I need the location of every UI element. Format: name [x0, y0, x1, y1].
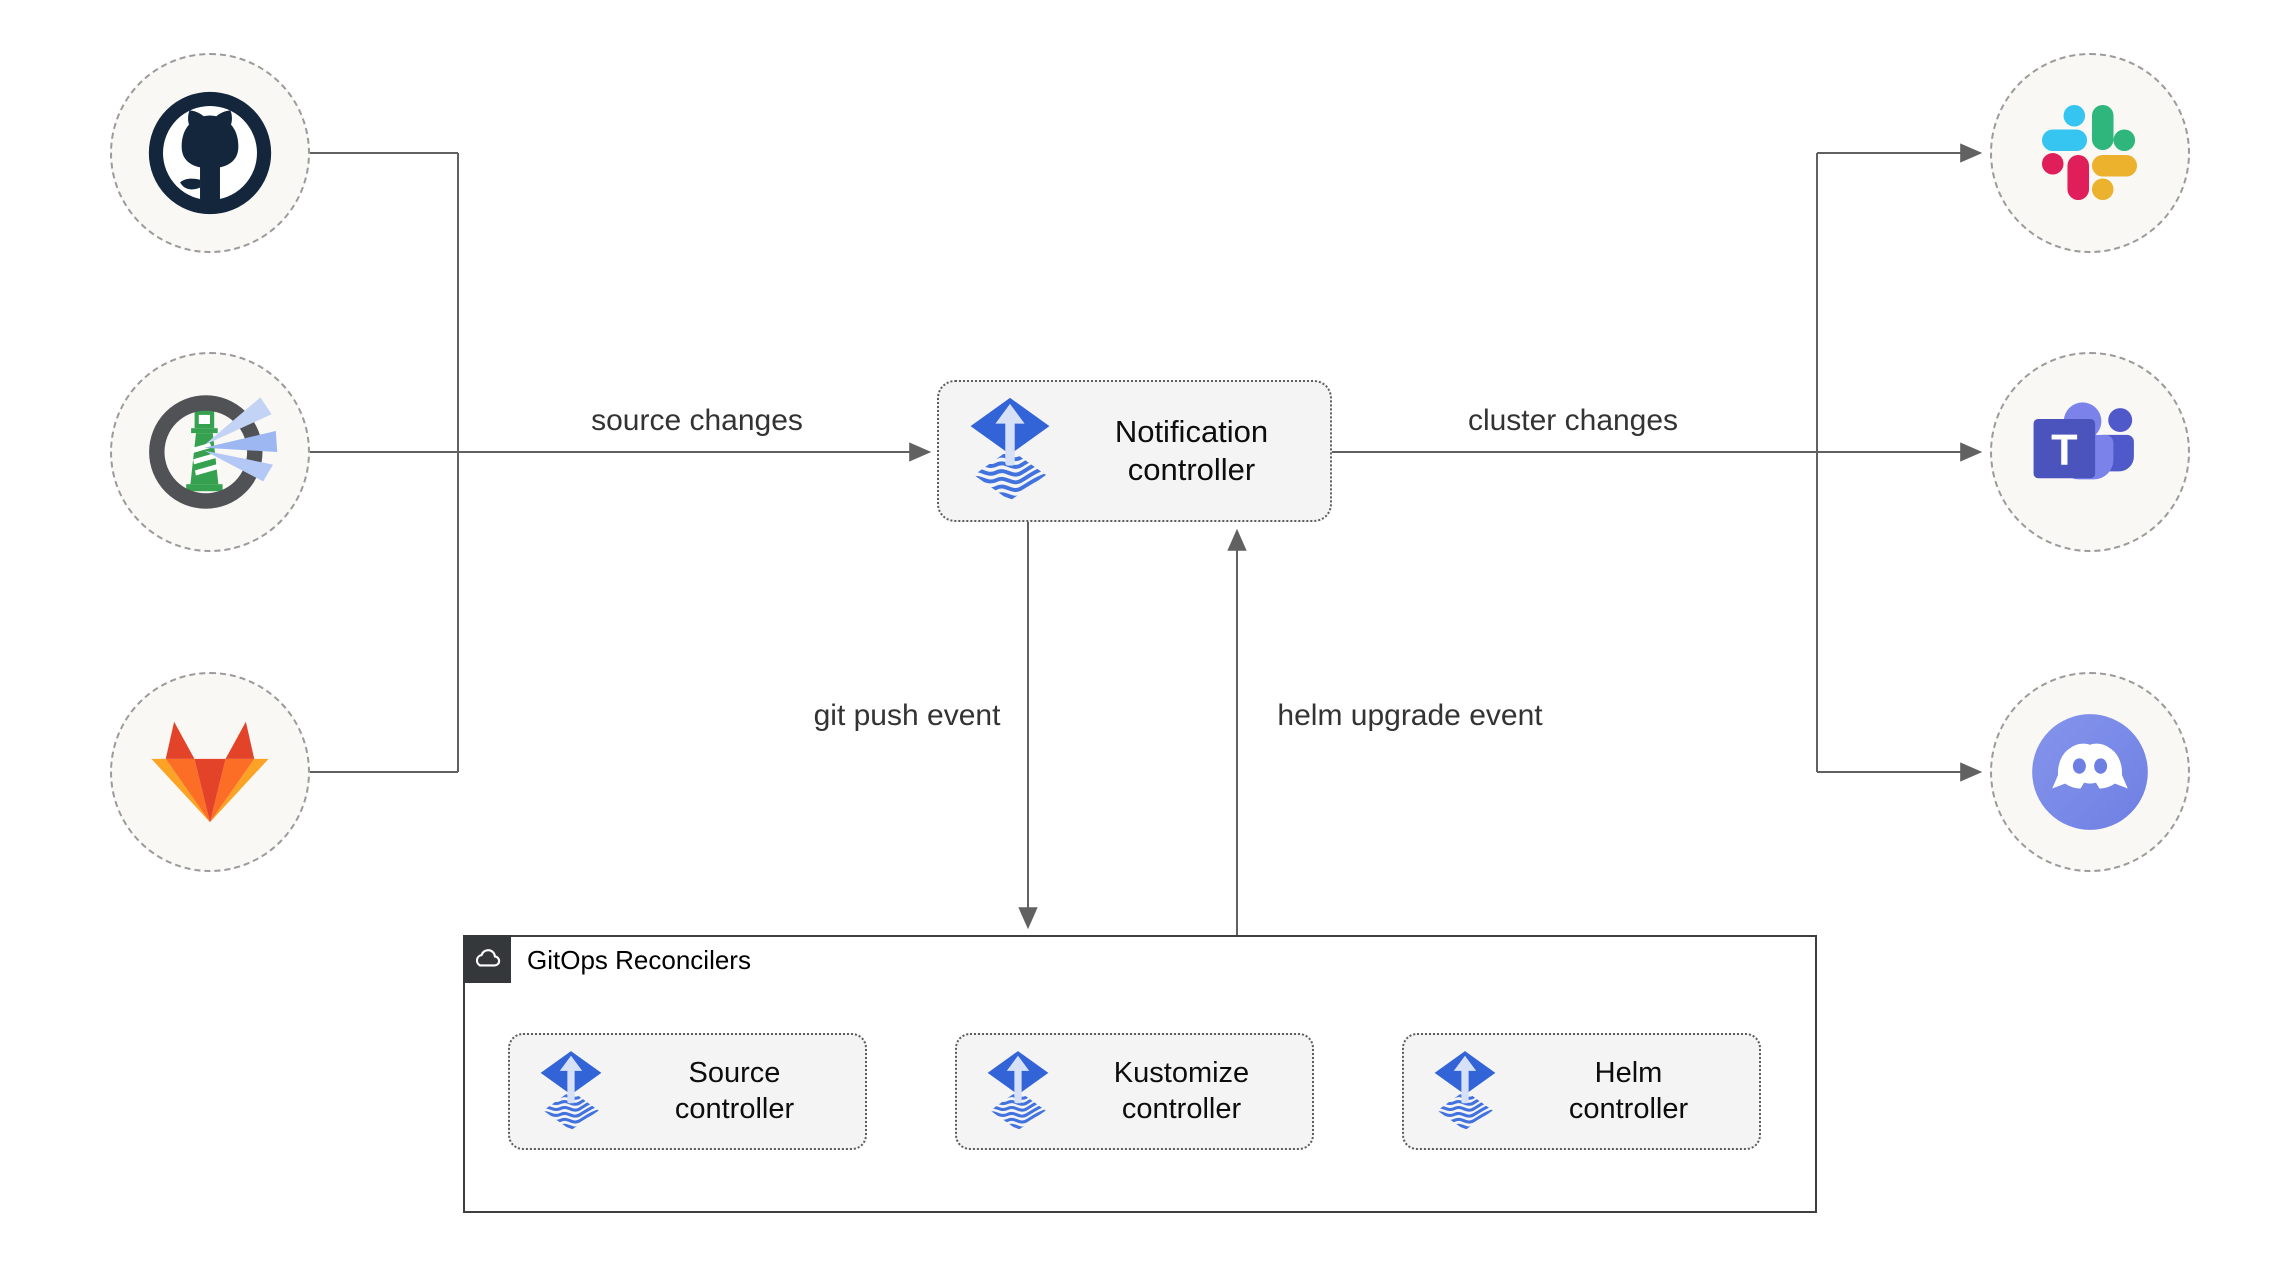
helm-controller-label: Helm controller [1568, 1057, 1689, 1125]
teams-node [1990, 352, 2190, 552]
notification-controller-box: Notification controller [937, 380, 1332, 522]
discord-node [1990, 672, 2190, 872]
cloud-badge [463, 935, 511, 983]
discord-icon [2031, 713, 2149, 831]
github-node [110, 53, 310, 253]
flux-icon [538, 1050, 604, 1134]
github-icon [147, 90, 273, 216]
helm-upgrade-event-label: helm upgrade event [1277, 699, 1543, 732]
microsoft-teams-icon [2030, 395, 2150, 509]
gitlab-icon [150, 717, 270, 827]
cluster-changes-label: cluster changes [1467, 404, 1679, 437]
source-controller-label: Source controller [674, 1057, 795, 1125]
gitops-reconcilers-title: GitOps Reconcilers [527, 944, 751, 975]
flux-icon [1432, 1050, 1498, 1134]
kustomize-controller-label: Kustomize controller [1113, 1057, 1250, 1125]
harbor-node [110, 352, 310, 552]
source-changes-label: source changes [591, 404, 803, 437]
git-push-event-label: git push event [813, 699, 1001, 732]
harbor-icon [140, 382, 280, 522]
slack-icon [2041, 104, 2139, 202]
gitlab-node [110, 672, 310, 872]
cloud-icon [470, 942, 504, 976]
notification-controller-label: Notification controller [1114, 414, 1269, 487]
slack-node [1990, 53, 2190, 253]
kustomize-controller-box: Kustomize controller [955, 1033, 1314, 1150]
flux-icon [967, 397, 1053, 505]
flux-icon [985, 1050, 1051, 1134]
source-controller-box: Source controller [508, 1033, 867, 1150]
helm-controller-box: Helm controller [1402, 1033, 1761, 1150]
